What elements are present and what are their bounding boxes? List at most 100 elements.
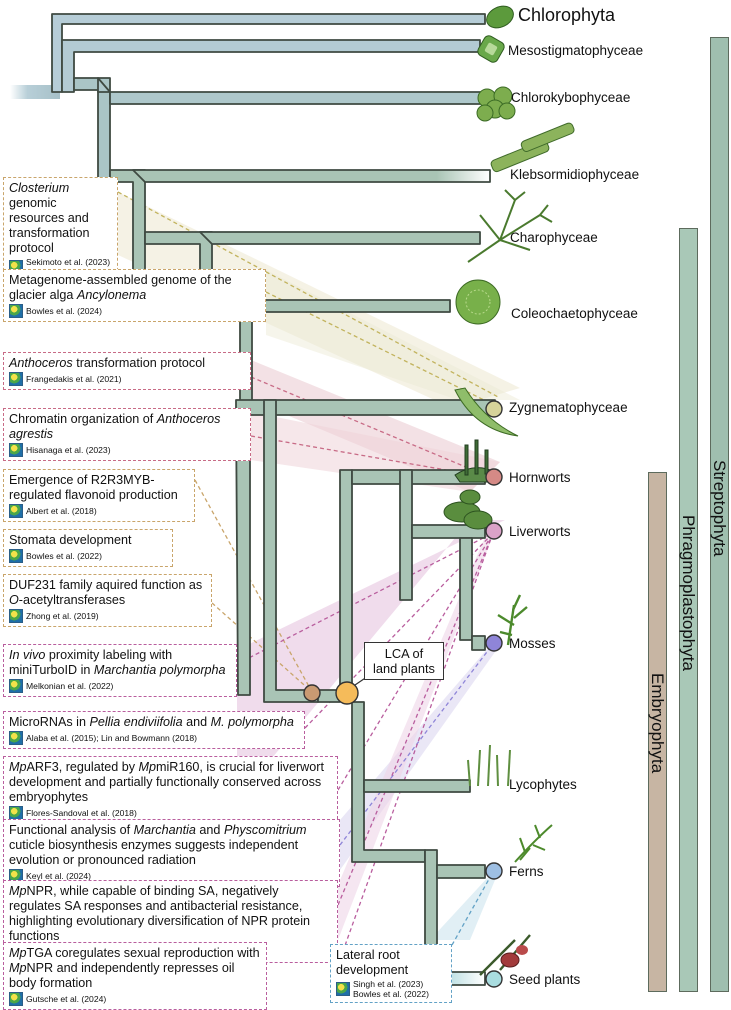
mosses-node xyxy=(485,634,503,652)
note-ancylonema: Metagenome-assembled genome of the glaci… xyxy=(3,269,266,322)
taxon-label-seed-plants: Seed plants xyxy=(509,972,581,987)
branch-hornworts xyxy=(351,469,486,485)
seed-plants-node xyxy=(485,970,503,988)
note-miniturboid: In vivo proximity labeling with miniTurb… xyxy=(3,644,237,697)
liverwort-plant-icon xyxy=(443,489,493,530)
note-cuticle: Functional analysis of Marchantia and Ph… xyxy=(3,819,340,887)
branch-lca-up xyxy=(339,469,353,691)
citation-refs: Bowles et al. (2022) xyxy=(26,551,102,561)
citation-ref: Alaba et al. (2015); Lin and Bowmann (20… xyxy=(26,733,198,743)
citation: Albert et al. (2018) xyxy=(9,504,189,518)
note-text: MicroRNAs in Pellia endiviifolia and M. … xyxy=(9,715,299,730)
citation-refs: Zhong et al. (2019) xyxy=(26,611,99,621)
clade-bar-embryophyta xyxy=(648,472,667,992)
branch-ferns xyxy=(436,864,486,879)
lycophyte-plant-icon xyxy=(467,744,511,787)
note-text-run: Chromatin organization of xyxy=(9,412,157,426)
note-text: MpNPR, while capable of binding SA, nega… xyxy=(9,884,332,944)
lca-label: LCA of land plants xyxy=(364,642,444,680)
citation-refs: Gutsche et al. (2024) xyxy=(26,994,106,1004)
branch-liv-moss xyxy=(459,537,473,641)
branch-mesostigmato xyxy=(61,39,481,93)
note-text-run: M. polymorpha xyxy=(210,715,294,729)
branch-chlorophyta xyxy=(51,13,486,93)
citation-ref: Zhong et al. (2019) xyxy=(26,611,99,621)
chara-plant-icon xyxy=(467,189,553,263)
journal-logo-icon xyxy=(9,806,23,820)
note-text-run: proximity labeling with miniTurboID in xyxy=(9,648,173,677)
note-text-run: Mp xyxy=(9,884,27,898)
note-text-run: TGA coregulates sexual reproduction with xyxy=(26,946,260,960)
note-text-run: cuticle biosynthesis enzymes suggests in… xyxy=(9,838,299,867)
chlorokybus-cluster-icon xyxy=(476,86,516,122)
note-text: Stomata development xyxy=(9,533,167,548)
citation-refs: Melkonian et al. (2022) xyxy=(26,681,113,691)
note-text-run: Mp xyxy=(9,946,27,960)
branch-hw-inner xyxy=(399,469,413,601)
citation-refs: Frangedakis et al. (2021) xyxy=(26,374,122,384)
note-text-run: Marchantia xyxy=(133,823,196,837)
branch-lycophytes xyxy=(363,779,471,793)
moss-plant-icon xyxy=(497,594,528,646)
citation-refs: Flores-Sandoval et al. (2018) xyxy=(26,808,137,818)
line-miniturboid xyxy=(236,532,494,665)
citation: Alaba et al. (2015); Lin and Bowmann (20… xyxy=(9,731,299,745)
branch-chlorokybo xyxy=(97,77,481,105)
clade-bar-phragmoplastophyta xyxy=(679,228,698,992)
note-text-run: MicroRNAs in xyxy=(9,715,90,729)
note-text: Chromatin organization of Anthoceros agr… xyxy=(9,412,245,442)
citation: Flores-Sandoval et al. (2018) xyxy=(9,806,332,820)
note-text-run: In vivo xyxy=(9,648,46,662)
lca-label-line2: land plants xyxy=(373,661,435,676)
journal-logo-icon xyxy=(9,443,23,457)
note-r2r3myb: Emergence of R2R3MYB-regulated flavonoid… xyxy=(3,469,195,522)
seed-plant-icon xyxy=(479,934,531,976)
citation-refs: Albert et al. (2018) xyxy=(26,506,97,516)
citation-ref: Frangedakis et al. (2021) xyxy=(26,374,122,384)
closterium-cell-icon xyxy=(454,387,519,437)
note-text-run: NPR, while capable of binding SA, negati… xyxy=(9,884,311,943)
lca-label-line1: LCA of xyxy=(384,646,424,661)
note-text: MpARF3, regulated by MpmiR160, is crucia… xyxy=(9,760,332,805)
note-micrornas: MicroRNAs in Pellia endiviifolia and M. … xyxy=(3,711,305,749)
taxon-label-charophyceae: Charophyceae xyxy=(510,230,598,245)
citation: Hisanaga et al. (2023) xyxy=(9,443,245,457)
note-text: Metagenome-assembled genome of the glaci… xyxy=(9,273,260,303)
taxon-label-mosses: Mosses xyxy=(509,636,556,651)
citation-ref: Flores-Sandoval et al. (2018) xyxy=(26,808,137,818)
citation: Melkonian et al. (2022) xyxy=(9,679,231,693)
branch-root xyxy=(10,85,60,99)
note-text-run: transformation protocol xyxy=(72,356,206,370)
note-text-run: Closterium xyxy=(9,181,70,195)
note-text-run: Anthoceros xyxy=(9,356,73,370)
citation-refs: Alaba et al. (2015); Lin and Bowmann (20… xyxy=(26,733,197,743)
citation: Bowles et al. (2022) xyxy=(9,549,167,563)
tip-nodes xyxy=(303,400,503,988)
branch-charo xyxy=(199,231,481,245)
liverworts-node xyxy=(485,522,503,540)
citation-ref: Gutsche et al. (2024) xyxy=(26,994,107,1004)
note-text: Anthoceros transformation protocol xyxy=(9,356,245,371)
taxon-label-chlorokybophyceae: Chlorokybophyceae xyxy=(511,90,631,105)
citation: Zhong et al. (2019) xyxy=(9,609,206,623)
hornworts-node xyxy=(485,468,503,486)
mesostigma-inner-icon xyxy=(484,42,498,56)
note-text: Emergence of R2R3MYB-regulated flavonoid… xyxy=(9,473,189,503)
clade-label-embryophyta: Embryophyta xyxy=(648,673,667,774)
clade-label-streptophyta: Streptophyta xyxy=(710,460,729,557)
note-closterium: Closterium genomic resources and transfo… xyxy=(3,177,118,281)
note-duf231: DUF231 family aquired function as O-acet… xyxy=(3,574,212,627)
lca-node xyxy=(335,681,359,705)
journal-logo-icon xyxy=(9,304,23,318)
note-text-run: Mp xyxy=(138,760,157,774)
citation-ref: Bowles et al. (2022) xyxy=(26,551,102,561)
note-text-run: Ancylonema xyxy=(76,288,147,302)
branch-klebsor xyxy=(132,169,491,183)
note-text-run: Mp xyxy=(9,961,27,975)
clade-bar-streptophyta xyxy=(710,37,729,992)
journal-logo-icon xyxy=(9,731,23,745)
journal-logo-icon xyxy=(9,549,23,563)
